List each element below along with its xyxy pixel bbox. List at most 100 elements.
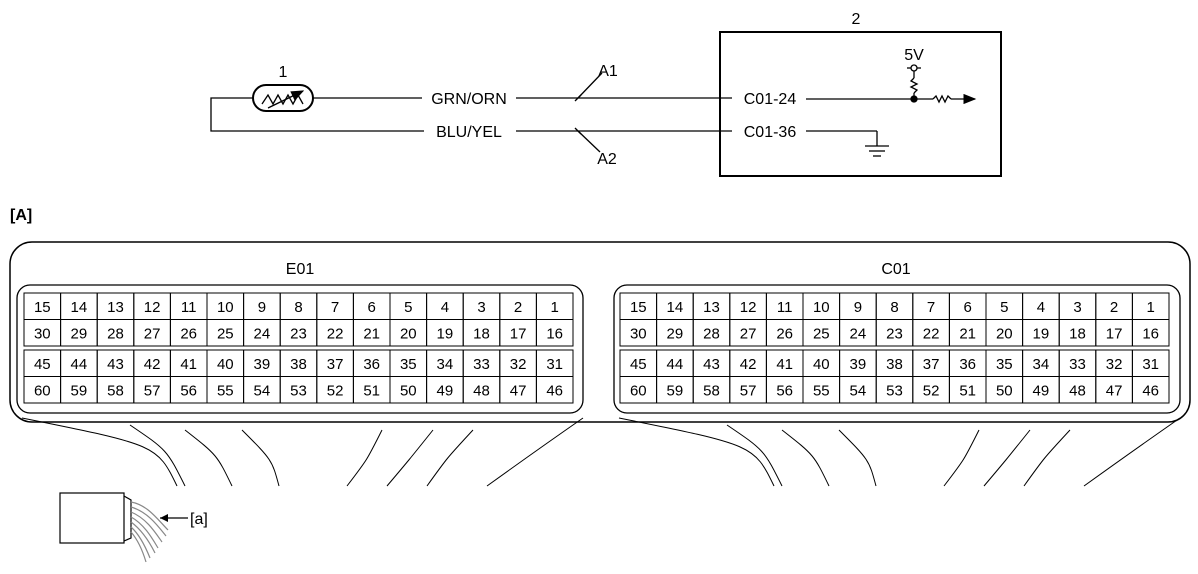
wire-tag-signal: A1	[598, 63, 618, 80]
pin-number: 16	[546, 325, 563, 342]
harness-wire	[386, 429, 434, 487]
pin-number: 11	[777, 299, 793, 316]
pin-number: 49	[437, 382, 454, 399]
pin-number: 47	[1106, 382, 1123, 399]
pin-number: 58	[703, 382, 720, 399]
wire-color-signal: GRN/ORN	[431, 91, 507, 108]
pin-cell	[535, 376, 574, 404]
pin-number: 12	[740, 299, 757, 316]
pin-number: 55	[217, 382, 234, 399]
pin-number: 59	[71, 382, 88, 399]
pin-number: 46	[546, 382, 563, 399]
pin-number: 52	[923, 382, 940, 399]
pin-number: 14	[667, 299, 684, 316]
pin-number: 31	[1142, 356, 1159, 373]
harness-wire	[426, 429, 474, 487]
signal-tag-leader	[577, 72, 603, 99]
pin-number: 60	[630, 382, 647, 399]
pin-number: 24	[254, 325, 271, 342]
pin-number: 45	[34, 356, 51, 373]
pin-number: 33	[473, 356, 490, 373]
module-callout: 2	[852, 11, 861, 28]
pin-number: 3	[477, 299, 485, 316]
pin-number: 36	[363, 356, 380, 373]
pin-number: 48	[1069, 382, 1086, 399]
pin-number: 54	[850, 382, 867, 399]
connector-name: C01	[881, 261, 910, 278]
pin-number: 21	[363, 325, 380, 342]
harness-wire	[21, 417, 178, 487]
wire-tag-ground: A2	[597, 151, 617, 168]
pin-number: 10	[217, 299, 234, 316]
pin-number: 58	[107, 382, 124, 399]
connector-shell	[16, 284, 584, 414]
pin-number: 6	[964, 299, 972, 316]
harness-wire	[129, 424, 186, 487]
pin-number: 2	[1110, 299, 1118, 316]
pin-number: 42	[740, 356, 757, 373]
pin-number: 51	[363, 382, 380, 399]
pin-number: 5	[1000, 299, 1008, 316]
pin-number: 43	[703, 356, 720, 373]
pin-number: 1	[551, 299, 559, 316]
sensor-callout: 1	[279, 64, 288, 81]
pin-number: 27	[740, 325, 757, 342]
harness-wire	[346, 429, 383, 487]
pin-number: 10	[813, 299, 830, 316]
pin-number: 40	[217, 356, 234, 373]
pin-number: 25	[217, 325, 234, 342]
control-module-box	[719, 31, 1002, 177]
pin-number: 34	[1033, 356, 1050, 373]
pin-number: 20	[400, 325, 417, 342]
pin-number: 48	[473, 382, 490, 399]
pin-number: 30	[34, 325, 51, 342]
pin-number: 9	[258, 299, 266, 316]
pin-number: 39	[254, 356, 271, 373]
pin-number: 7	[927, 299, 935, 316]
pin-number: 32	[510, 356, 527, 373]
pin-number: 7	[331, 299, 339, 316]
ground-tag-leader	[577, 130, 601, 153]
pin-number: 53	[886, 382, 903, 399]
pin-number: 14	[71, 299, 88, 316]
pin-number: 15	[34, 299, 51, 316]
pin-number: 51	[959, 382, 976, 399]
pin-number: 17	[1106, 325, 1123, 342]
harness-wire	[1023, 429, 1071, 487]
pin-number: 1	[1147, 299, 1155, 316]
connector-housing-outline	[9, 241, 1191, 423]
pin-number: 49	[1033, 382, 1050, 399]
pin-number: 20	[996, 325, 1013, 342]
harness-wire	[983, 429, 1031, 487]
pin-number: 43	[107, 356, 124, 373]
variable-arrow-icon	[267, 90, 305, 109]
pin-number: 23	[290, 325, 307, 342]
pin-number: 35	[996, 356, 1013, 373]
pin-number: 37	[327, 356, 344, 373]
pin-number: 24	[850, 325, 867, 342]
pin-number: 47	[510, 382, 527, 399]
pin-number: 33	[1069, 356, 1086, 373]
pin-number: 29	[667, 325, 684, 342]
pin-number: 8	[890, 299, 898, 316]
harness-wire	[241, 429, 280, 487]
thermistor-zigzag	[261, 93, 304, 106]
pin-number: 19	[437, 325, 454, 342]
harness-connector-icon	[59, 492, 188, 563]
ground-return-wire	[210, 97, 424, 132]
pin-number: 34	[437, 356, 454, 373]
pin-number: 44	[667, 356, 684, 373]
pin-number: 56	[776, 382, 793, 399]
pin-number: 44	[71, 356, 88, 373]
pin-number: 13	[107, 299, 124, 316]
pin-number: 59	[667, 382, 684, 399]
harness-wire	[726, 424, 783, 487]
pin-number: 13	[703, 299, 720, 316]
pin-number: 38	[290, 356, 307, 373]
harness-wire	[943, 429, 980, 487]
pin-number: 26	[776, 325, 793, 342]
pin-number: 11	[181, 299, 197, 316]
